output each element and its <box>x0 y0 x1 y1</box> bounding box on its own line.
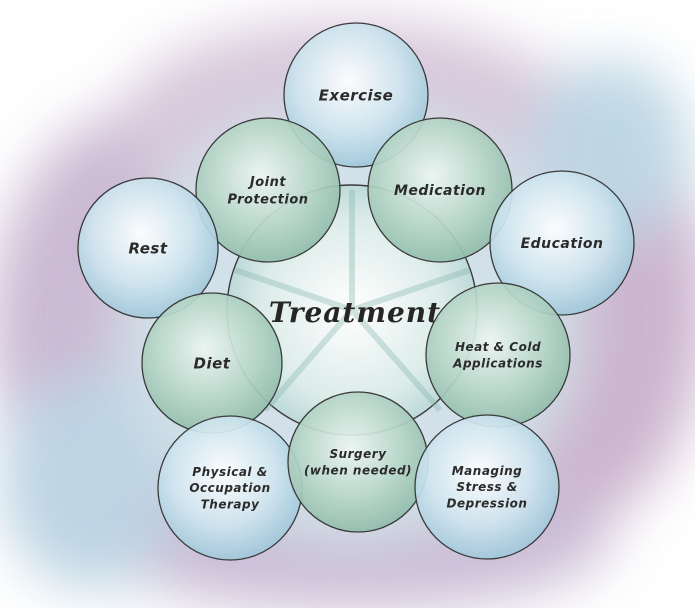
node-circle-joint-protection <box>195 117 341 263</box>
node-label-heat-cold: Heat & Cold <box>455 340 541 354</box>
node-education: Education <box>489 170 635 316</box>
node-circle-surgery <box>287 391 429 533</box>
node-medication: Medication <box>367 117 513 263</box>
node-circle-exercise <box>283 22 429 168</box>
node-circle-rest <box>77 177 219 319</box>
center-rays <box>234 190 471 412</box>
node-label-heat-cold: Applications <box>452 356 543 370</box>
node-label-stress: Managing <box>452 464 523 478</box>
node-label-joint-protection: Joint <box>247 175 286 190</box>
node-rest: Rest <box>77 177 219 319</box>
node-label-exercise: Exercise <box>319 86 394 104</box>
node-label-medication: Medication <box>394 183 486 199</box>
node-label-physical-therapy: Occupation <box>189 481 270 495</box>
node-label-physical-therapy: Therapy <box>201 497 260 511</box>
node-label-rest: Rest <box>128 239 167 257</box>
node-circle-stress <box>414 414 560 560</box>
node-label-diet: Diet <box>194 354 231 372</box>
node-label-education: Education <box>521 236 604 252</box>
node-circle-heat-cold <box>425 282 571 428</box>
node-circle-education <box>489 170 635 316</box>
node-label-stress: Stress & <box>456 480 517 494</box>
node-label-stress: Depression <box>447 496 528 510</box>
center-label: Treatment <box>269 296 441 329</box>
node-label-physical-therapy: Physical & <box>192 465 267 479</box>
node-surgery: Surgery (when needed) <box>287 391 429 533</box>
node-circle-medication <box>367 117 513 263</box>
node-label-joint-protection: Protection <box>227 192 308 207</box>
node-diet: Diet <box>141 292 283 434</box>
node-label-surgery: (when needed) <box>304 463 412 477</box>
node-label-surgery: Surgery <box>329 447 387 461</box>
node-exercise: Exercise <box>283 22 429 168</box>
